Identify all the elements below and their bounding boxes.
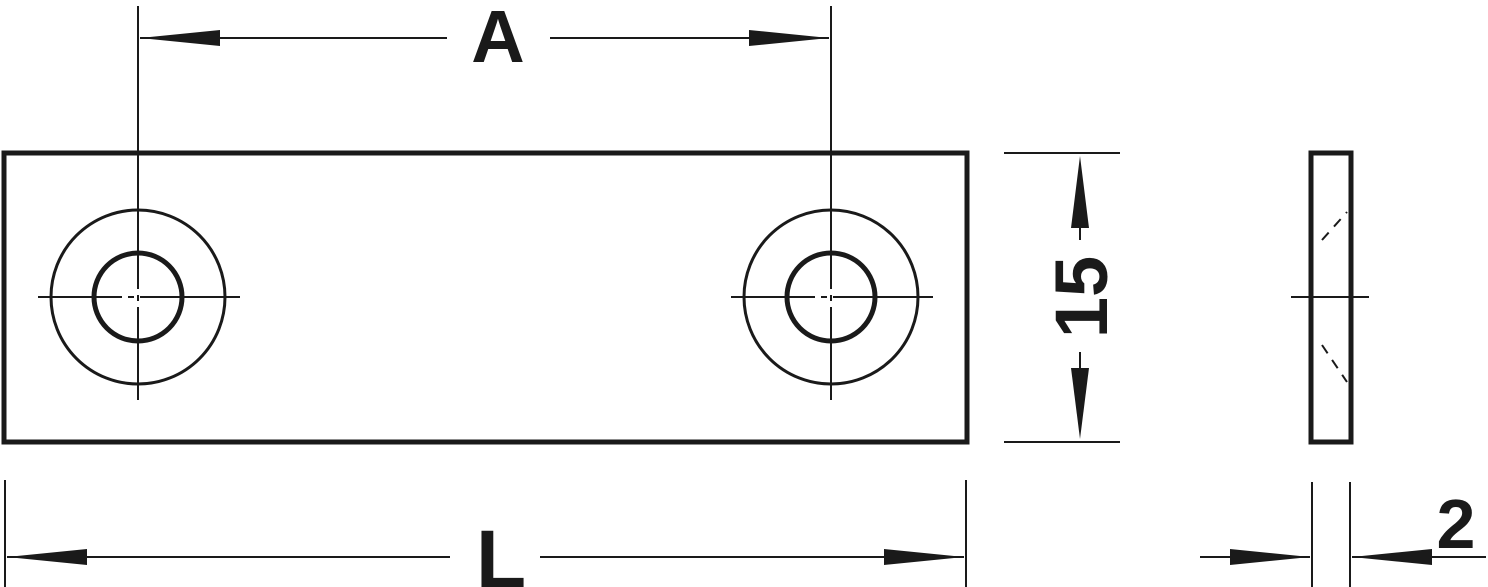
dimension-15-arrow-top [1071,156,1089,228]
plate-outline [1,150,970,445]
dimension-15-label: 15 [1040,256,1123,338]
side-view-hidden-line-bottom [1321,344,1348,383]
front-view [1,6,970,445]
dimension-2: 2 [1200,482,1486,587]
dimension-l-label: L [476,514,526,587]
side-view-hidden-line-top [1321,211,1348,241]
dimension-a: A [140,0,829,78]
right-hole [731,6,933,400]
dimension-15: 15 [1004,152,1123,443]
dimension-2-label: 2 [1437,485,1476,563]
dimension-l: L [4,480,967,587]
left-hole [38,6,240,400]
dimension-a-label: A [471,0,524,78]
side-view [1291,150,1369,445]
dimension-15-arrow-bottom [1071,368,1089,439]
